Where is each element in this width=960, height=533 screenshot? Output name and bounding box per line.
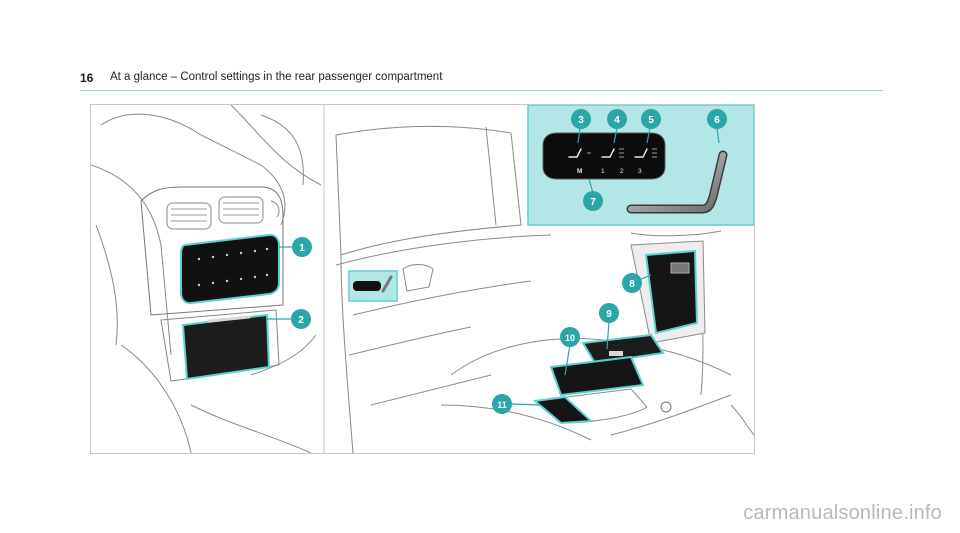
armrest-console: [532, 240, 706, 425]
svg-text:7: 7: [590, 197, 596, 208]
svg-text:6: 6: [714, 115, 720, 126]
memory-button-label-3: 3: [638, 168, 642, 175]
site-watermark: carmanualsonline.info: [743, 502, 942, 524]
memory-button-label-1: 1: [601, 168, 605, 175]
callout-8: 8: [622, 273, 642, 293]
svg-text:9: 9: [606, 309, 612, 320]
callout-11: 11: [492, 394, 512, 414]
left-view-rear-console: [91, 105, 322, 453]
page-number: 16: [80, 71, 94, 85]
svg-text:4: 4: [614, 115, 620, 126]
page-header: 16 At a glance – Control settings in the…: [80, 70, 883, 91]
callout-leaders: [266, 127, 720, 406]
callout-9: 9: [599, 303, 619, 323]
callout-4: 4: [607, 109, 627, 129]
running-title: At a glance – Control settings in the re…: [110, 71, 443, 83]
callout-5: 5: [641, 109, 661, 129]
svg-text:5: 5: [648, 115, 654, 126]
memory-button-label-m: M: [577, 168, 582, 175]
svg-text:11: 11: [497, 400, 507, 410]
seat-memory-icon-3: [634, 148, 648, 158]
svg-text:3: 3: [578, 115, 584, 126]
callout-1: 1: [292, 237, 312, 257]
svg-text:10: 10: [565, 333, 575, 343]
callout-2: 2: [291, 309, 311, 329]
callout-7: 7: [583, 191, 603, 211]
rear-stowage-compartment: [181, 313, 271, 381]
callout-6: 6: [707, 109, 727, 129]
door-seat-control-small: [348, 270, 398, 302]
rear-compartment-illustration: M 1 2 3 1 2 3 4 5: [90, 104, 755, 454]
svg-text:8: 8: [629, 279, 635, 290]
right-view-door-and-armrest: [335, 125, 754, 453]
seat-control-inset: M 1 2 3: [527, 105, 754, 226]
callout-10: 10: [560, 327, 580, 347]
climate-control-panel: [180, 233, 280, 305]
seat-memory-icon-1: [568, 148, 582, 158]
seat-memory-icon-2: [601, 148, 615, 158]
memory-button-label-2: 2: [620, 168, 624, 175]
svg-text:2: 2: [298, 315, 304, 326]
callout-3: 3: [571, 109, 591, 129]
svg-text:1: 1: [299, 243, 305, 254]
